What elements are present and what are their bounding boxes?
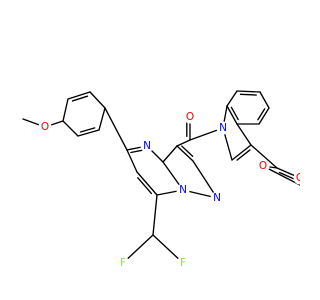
double-bond <box>67 91 91 100</box>
single-bond <box>192 160 218 199</box>
bridgehead-nitrogen: N <box>176 183 190 197</box>
single-bond <box>98 107 106 131</box>
single-bond <box>152 194 158 236</box>
single-bond <box>236 123 252 146</box>
single-bond <box>122 234 154 264</box>
bridgehead-nitrogen-label: N <box>179 184 187 196</box>
single-bond <box>89 91 106 109</box>
pyrimidine-nitrogen: N <box>140 139 154 153</box>
double-bond <box>258 107 270 125</box>
pyrazole-nitrogen-label: N <box>213 192 221 204</box>
methoxy-oxygen-label: O <box>41 121 49 133</box>
single-bond <box>104 107 128 151</box>
double-bond-inner <box>230 106 239 121</box>
fluorine-2: F <box>176 256 190 270</box>
double-bond <box>176 145 194 162</box>
double-bond-inner <box>181 145 194 157</box>
methoxy-oxygen: O <box>38 120 52 134</box>
single-bond <box>62 98 69 122</box>
fluorine-2-label: F <box>180 257 186 269</box>
double-bond-inner <box>79 127 96 133</box>
fluorine-1: F <box>116 256 130 270</box>
single-bond <box>162 145 178 163</box>
bonds <box>22 90 300 264</box>
pyrazole-nitrogen: N <box>210 191 224 205</box>
double-bond-inner <box>137 177 153 195</box>
double-bond <box>231 144 252 161</box>
single-bond <box>176 139 191 147</box>
double-bond-inner <box>278 171 296 181</box>
single-bond <box>152 234 184 264</box>
ester-oxygen-label: O <box>259 160 267 172</box>
ester-oxygen: O <box>256 159 270 173</box>
atom-labels: O N N N N O O O <box>38 110 300 270</box>
single-bond <box>250 144 278 169</box>
carbonyl-oxygen: O <box>183 110 197 124</box>
ester-carbonyl-oxygen: O <box>293 171 300 185</box>
double-bond <box>236 90 261 93</box>
double-bond-inner <box>257 108 266 121</box>
molecule-structure: O N N N N O O O <box>22 90 300 270</box>
ester-carbonyl-oxygen-label: O <box>296 172 300 184</box>
indole-nitrogen: N <box>216 121 230 135</box>
double-bond <box>77 129 100 137</box>
carbonyl-oxygen-label: O <box>186 111 194 123</box>
single-bond <box>62 120 79 137</box>
pyrimidine-nitrogen-label: N <box>143 140 151 152</box>
single-bond <box>259 91 270 109</box>
double-bond-inner <box>239 93 257 96</box>
single-bond <box>126 149 138 173</box>
fluorine-1-label: F <box>120 257 126 269</box>
single-bond <box>262 165 300 186</box>
double-bond <box>226 105 238 125</box>
double-bond <box>136 171 158 196</box>
indole-nitrogen-label: N <box>219 122 227 134</box>
double-bond-inner <box>236 149 251 161</box>
double-bond-inner <box>71 95 89 102</box>
single-bond <box>226 90 238 107</box>
